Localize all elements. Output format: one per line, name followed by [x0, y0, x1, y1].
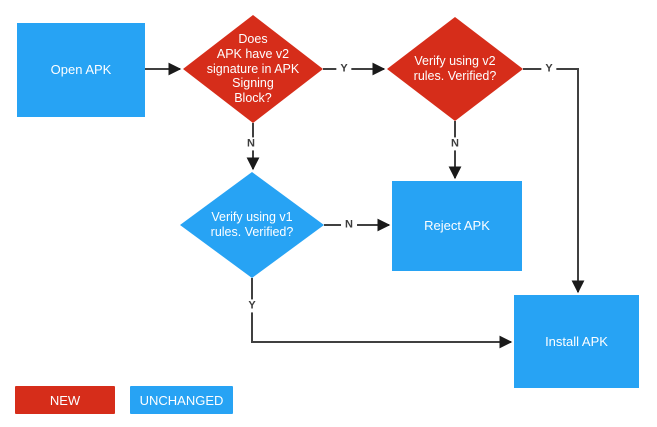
edge-verifyv1-to-install	[251, 278, 513, 349]
node-open-apk-label: Open APK	[50, 62, 112, 78]
node-reject-apk: Reject APK	[392, 181, 522, 271]
edge-verifyv2-to-install	[523, 68, 585, 294]
node-open-apk: Open APK	[17, 23, 145, 117]
edge-label-yes-verifyv1-install: Y	[244, 299, 260, 313]
decision-has-v2-signature-label: Does APK have v2 signature in APK Signin…	[206, 32, 300, 106]
edge-label-no-verifyv1-reject: N	[341, 218, 357, 232]
legend-unchanged: UNCHANGED	[130, 386, 233, 414]
decision-verify-v1-rules-label: Verify using v1 rules. Verified?	[210, 210, 294, 239]
legend-new: NEW	[15, 386, 115, 414]
edge-label-yes-verifyv2-install: Y	[541, 62, 557, 76]
legend-unchanged-label: UNCHANGED	[139, 392, 224, 408]
edge-label-no-hasv2-verifyv1: N	[243, 137, 259, 151]
edge-label-yes-hasv2-verifyv2: Y	[336, 62, 352, 76]
node-reject-apk-label: Reject APK	[424, 218, 490, 234]
edge-label-no-verifyv2-reject: N	[447, 137, 463, 151]
decision-verify-v2-rules-label: Verify using v2 rules. Verified?	[413, 54, 497, 83]
node-install-apk-label: Install APK	[545, 333, 608, 349]
node-install-apk: Install APK	[514, 295, 639, 388]
legend-new-label: NEW	[49, 392, 81, 408]
